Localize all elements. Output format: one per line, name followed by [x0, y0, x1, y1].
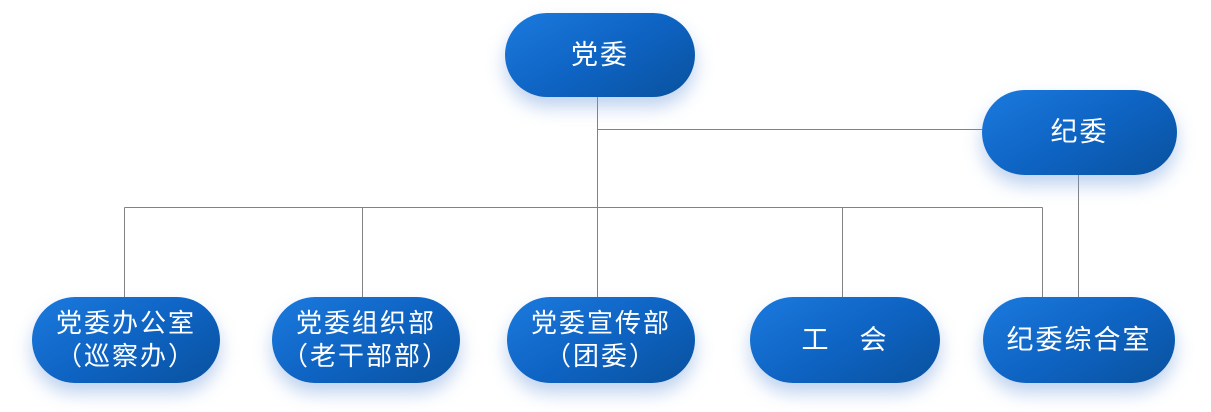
node-party-office: 党委办公室 （巡察办）	[32, 297, 220, 383]
node-party-committee: 党委	[505, 13, 695, 97]
node-discipline-office: 纪委综合室	[983, 297, 1175, 383]
node-party-office-label-line2: （巡察办）	[55, 342, 196, 371]
node-labor-union: 工 会	[750, 297, 940, 383]
node-organization-dept-label-line1: 党委组织部	[295, 309, 436, 338]
node-party-committee-label: 党委	[571, 39, 629, 70]
node-discipline-committee: 纪委	[982, 90, 1177, 175]
node-propaganda-dept-label-line1: 党委宣传部	[530, 309, 671, 338]
node-propaganda-dept-label-line2: （团委）	[544, 342, 657, 371]
node-labor-union-label: 工 会	[801, 324, 889, 355]
node-discipline-office-label: 纪委综合室	[1006, 324, 1152, 355]
node-propaganda-dept: 党委宣传部 （团委）	[507, 297, 695, 383]
node-organization-dept-label-line2: （老干部部）	[281, 342, 450, 371]
node-party-office-label-line1: 党委办公室	[55, 309, 196, 338]
node-organization-dept: 党委组织部 （老干部部）	[272, 297, 460, 383]
node-discipline-committee-label: 纪委	[1050, 117, 1109, 147]
